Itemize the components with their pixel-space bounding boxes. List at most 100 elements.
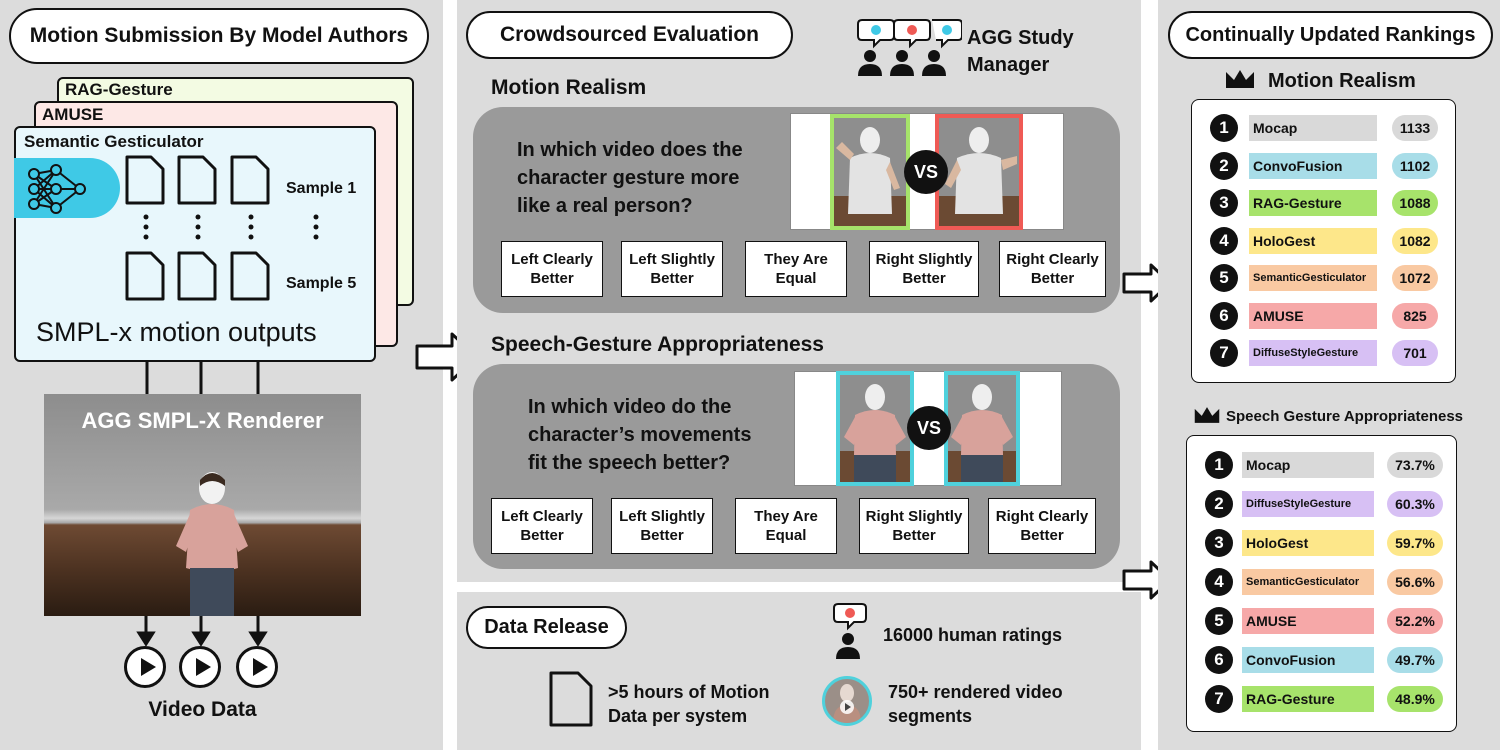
rank-number: 3 xyxy=(1205,529,1233,557)
appropriateness-question: In which video do the character’s moveme… xyxy=(528,393,751,477)
rank-model-name: AMUSE xyxy=(1249,302,1377,329)
file-icon xyxy=(230,251,270,301)
rank-score: 825 xyxy=(1392,302,1438,329)
realism-left-video[interactable] xyxy=(830,114,910,230)
rank-model-name: HoloGest xyxy=(1249,227,1377,254)
rank-model-name: AMUSE xyxy=(1242,608,1374,634)
rank-number: 2 xyxy=(1205,490,1233,518)
realism-heading: Motion Realism xyxy=(491,76,647,99)
appropriateness-vs-badge: VS xyxy=(907,406,951,450)
crown-icon xyxy=(1226,70,1254,88)
neural-network-icon xyxy=(28,164,86,214)
question-line: In which video does the xyxy=(517,139,743,161)
play-icon[interactable] xyxy=(124,646,166,688)
rankings-title: Continually Updated Rankings xyxy=(1168,11,1493,59)
manager-label-line2: Manager xyxy=(967,54,1050,76)
rank-model-name: ConvoFusion xyxy=(1242,647,1374,673)
down-arrows xyxy=(136,616,268,646)
rank-number: 7 xyxy=(1205,685,1233,713)
rank-number: 1 xyxy=(1205,451,1233,479)
appropriateness-right-video[interactable] xyxy=(944,371,1020,486)
file-icon xyxy=(125,155,165,205)
rank-score: 48.9% xyxy=(1387,686,1443,712)
file-icon xyxy=(549,671,593,727)
rank-score: 52.2% xyxy=(1387,608,1443,634)
outputs-label: SMPL-x motion outputs xyxy=(36,317,317,347)
video-segment-thumbnail[interactable] xyxy=(822,676,872,726)
appropriateness-left-video[interactable] xyxy=(836,371,914,486)
crowdsourced-title: Crowdsourced Evaluation xyxy=(466,11,793,59)
question-line: character gesture more xyxy=(517,167,740,189)
rank-number: 4 xyxy=(1210,226,1238,255)
rank-score: 60.3% xyxy=(1387,491,1443,517)
video-data-label: Video Data xyxy=(148,698,257,721)
file-icon xyxy=(125,251,165,301)
question-line: In which video do the xyxy=(528,396,732,418)
play-icon[interactable] xyxy=(236,646,278,688)
rank-number: 3 xyxy=(1210,189,1238,217)
appropriateness-ranking-heading: Speech Gesture Appropriateness xyxy=(1226,408,1464,425)
ellipsis-icon xyxy=(143,214,149,240)
renderer-view: AGG SMPL-X Renderer xyxy=(44,394,361,616)
rank-score: 1072 xyxy=(1392,265,1438,291)
realism-right-video[interactable] xyxy=(935,114,1023,230)
rank-number: 1 xyxy=(1210,114,1238,142)
motion-data-line: >5 hours of Motion xyxy=(608,682,770,702)
connector-lines xyxy=(145,362,260,396)
rank-model-name: Mocap xyxy=(1242,452,1374,478)
video-segments-label: 750+ rendered video segments xyxy=(888,680,1063,728)
ellipsis-icon xyxy=(248,214,254,240)
ratings-label: 16000 human ratings xyxy=(883,625,1063,645)
rank-model-name: RAG-Gesture xyxy=(1242,686,1374,712)
video-segments-line: 750+ rendered video xyxy=(888,682,1063,702)
rater-icon xyxy=(833,603,867,659)
file-icon xyxy=(177,155,217,205)
card-semantic-label: Semantic Gesticulator xyxy=(24,132,204,151)
rank-score: 1102 xyxy=(1392,152,1438,179)
rank-score: 1088 xyxy=(1392,190,1438,216)
rank-score: 49.7% xyxy=(1387,647,1443,673)
submission-title: Motion Submission By Model Authors xyxy=(9,8,429,64)
rank-number: 5 xyxy=(1210,264,1238,292)
rank-model-name: SemanticGesticulator xyxy=(1249,265,1377,291)
play-icon[interactable] xyxy=(179,646,221,688)
video-segments-line: segments xyxy=(888,706,973,726)
study-manager-icon xyxy=(857,19,962,76)
realism-ranking-heading: Motion Realism xyxy=(1268,70,1416,92)
ellipsis-icon xyxy=(313,214,319,240)
rank-number: 4 xyxy=(1205,568,1233,596)
sample-first-label: Sample 1 xyxy=(286,180,357,197)
rank-number: 6 xyxy=(1205,646,1233,674)
rank-number: 2 xyxy=(1210,151,1238,180)
file-icon xyxy=(177,251,217,301)
rank-model-name: DiffuseStyleGesture xyxy=(1242,491,1374,517)
rank-number: 5 xyxy=(1205,607,1233,635)
card-amuse-label: AMUSE xyxy=(42,105,104,124)
rank-score: 1082 xyxy=(1392,227,1438,254)
rank-number: 7 xyxy=(1210,339,1238,367)
rank-score: 59.7% xyxy=(1387,530,1443,556)
rank-model-name: Mocap xyxy=(1249,115,1377,141)
motion-data-label: >5 hours of Motion Data per system xyxy=(608,680,770,728)
rank-score: 1133 xyxy=(1392,115,1438,141)
ellipsis-icon xyxy=(195,214,201,240)
question-line: fit the speech better? xyxy=(528,452,731,474)
motion-data-line: Data per system xyxy=(608,706,748,726)
rank-score: 56.6% xyxy=(1387,569,1443,595)
realism-vs-badge: VS xyxy=(904,150,948,194)
manager-label-line1: AGG Study xyxy=(967,27,1074,49)
rank-model-name: ConvoFusion xyxy=(1249,152,1377,179)
realism-question: In which video does the character gestur… xyxy=(517,136,743,220)
renderer-title: AGG SMPL-X Renderer xyxy=(81,408,324,433)
